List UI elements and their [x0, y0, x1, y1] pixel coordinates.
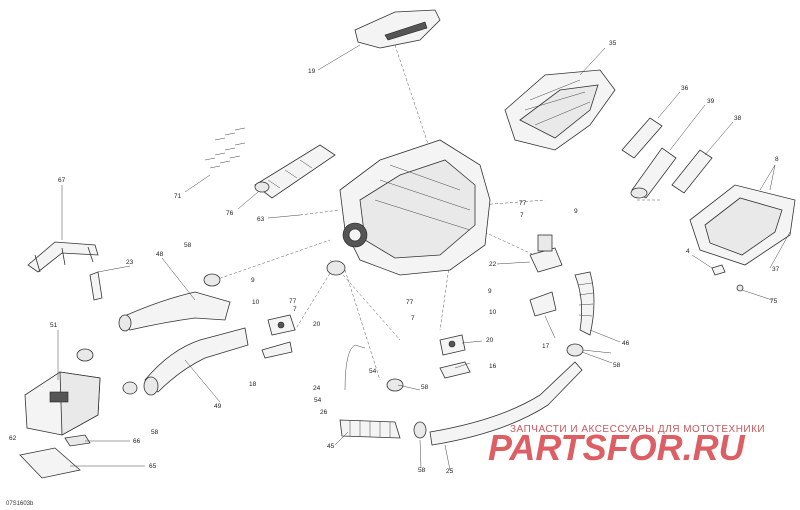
callout-24: 24 [313, 385, 321, 392]
mount-22-part [529, 234, 563, 273]
callout-58: 58 [184, 242, 192, 249]
callout-8: 8 [775, 156, 779, 163]
callout-37: 37 [772, 266, 780, 273]
callout-10: 10 [252, 299, 260, 306]
bracket-part [27, 241, 99, 273]
callout-20: 20 [313, 321, 321, 328]
callout-58: 58 [151, 429, 159, 436]
callout-36: 36 [681, 85, 689, 92]
callout-7: 7 [293, 306, 297, 313]
callout-23: 23 [126, 259, 134, 266]
valve-20-part [267, 314, 296, 336]
figure-code: 07S1603b [6, 501, 34, 507]
callout-51: 51 [50, 322, 58, 329]
panel-65-part [19, 447, 81, 479]
plate-66-part [64, 434, 91, 447]
callout-48: 48 [156, 251, 164, 258]
hose-38-part [671, 149, 713, 194]
tube-54-part [344, 344, 366, 391]
watermark-tagline: ЗАПЧАСТИ И АКСЕССУАРЫ ДЛЯ МОТОТЕХНИКИ [510, 424, 765, 435]
callout-10: 10 [489, 309, 497, 316]
bracket-17-part [529, 291, 557, 317]
callout-labels: 19 35 36 39 38 8 71 76 63 67 58 48 23 9 … [9, 40, 780, 475]
hose-39-part [630, 147, 677, 199]
oil-pan-part [689, 184, 796, 266]
pipe-49-part [143, 327, 249, 396]
clamp-part [76, 348, 94, 362]
callout-18: 18 [249, 381, 257, 388]
hose-36-part [621, 117, 663, 159]
valve-20b-part [439, 334, 466, 356]
callout-20: 20 [486, 337, 494, 344]
callout-45: 45 [327, 443, 335, 450]
bracket-23-part [89, 271, 103, 301]
callout-19: 19 [308, 68, 316, 75]
intake-housing-part [504, 69, 616, 151]
callout-62: 62 [9, 435, 17, 442]
callout-46: 46 [622, 340, 630, 347]
plate-18-part [261, 341, 293, 359]
callout-76: 76 [226, 210, 234, 217]
callout-54: 54 [314, 397, 322, 404]
callout-49: 49 [214, 403, 222, 410]
callout-26: 26 [320, 409, 328, 416]
callout-9: 9 [574, 208, 578, 215]
clamp-part [203, 273, 221, 287]
hose-46-part [574, 271, 595, 336]
clamp-part [386, 378, 404, 392]
callout-7: 7 [411, 315, 415, 322]
callout-58: 58 [613, 362, 621, 369]
clamp-part [122, 381, 138, 395]
callout-39: 39 [707, 98, 715, 105]
clamp-part [413, 421, 427, 439]
callout-22: 22 [489, 261, 497, 268]
callout-9: 9 [488, 288, 492, 295]
callout-77: 77 [406, 299, 414, 306]
callout-63: 63 [257, 216, 265, 223]
callout-7: 7 [520, 212, 524, 219]
callout-54: 54 [369, 368, 377, 375]
callout-66: 66 [133, 438, 141, 445]
callout-25: 25 [446, 468, 454, 475]
clamp-part [566, 343, 584, 357]
bolt-set-part [204, 127, 246, 169]
callout-4: 4 [686, 248, 690, 255]
hose-45-part [339, 419, 401, 439]
callout-58: 58 [421, 384, 429, 391]
callout-71: 71 [174, 193, 182, 200]
callout-77: 77 [289, 298, 297, 305]
callout-77: 77 [519, 200, 527, 207]
callout-65: 65 [149, 463, 157, 470]
callout-35: 35 [609, 40, 617, 47]
callout-38: 38 [734, 115, 742, 122]
callout-9: 9 [251, 277, 255, 284]
pipe-48-part [118, 291, 231, 332]
part-75 [736, 284, 744, 292]
callout-17: 17 [542, 343, 550, 350]
part-4 [711, 264, 726, 276]
callout-75: 75 [770, 298, 778, 305]
engine-block-part [339, 139, 491, 276]
intake-manifold-part [254, 144, 336, 199]
callout-67: 67 [58, 177, 66, 184]
clamp-part [326, 260, 346, 276]
plate-16-part [439, 361, 471, 379]
intercooler-part [24, 371, 101, 436]
engine-cover-part [354, 9, 441, 49]
callout-58: 58 [418, 467, 426, 474]
leader-lines [57, 44, 791, 471]
callout-16: 16 [489, 363, 497, 370]
watermark-logo: PARTSFOR.RU [488, 427, 746, 468]
pipe-25-part [429, 361, 583, 446]
